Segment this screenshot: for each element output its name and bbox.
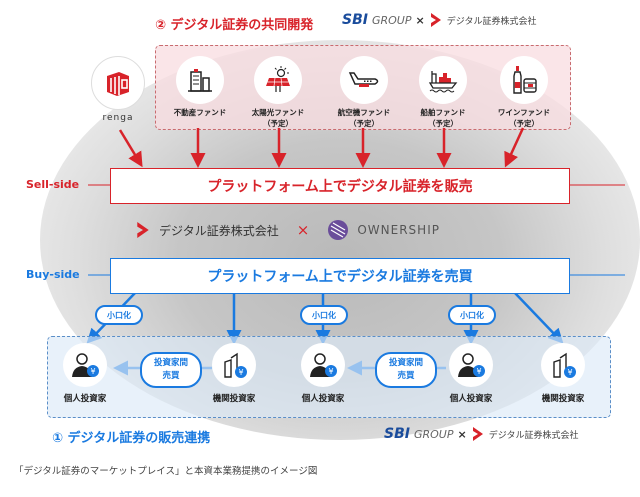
fund-note: （予定） (263, 119, 293, 128)
sbi-group-text: GROUP (371, 13, 412, 27)
fund-label: 不動産ファンド (173, 108, 227, 117)
section1-partners: SBI GROUP × デジタル証券株式会社 (384, 426, 579, 442)
company-name: デジタル証券株式会社 (159, 223, 279, 238)
fund-label: 航空機ファンド (337, 108, 391, 117)
trade-line1: 投資家間 (388, 358, 423, 368)
company-name: デジタル証券株式会社 (446, 16, 537, 27)
figure-caption: 「デジタル証券のマーケットプレイス」と本資本業務提携のイメージ図 (14, 466, 318, 477)
investor-individual: ¥ 個人投資家 (436, 343, 506, 404)
fund-solar: 太陽光ファンド （予定） (240, 56, 316, 129)
fund-label: 太陽光ファンド (251, 108, 305, 117)
fractionalize-badge: 小口化 (95, 305, 143, 325)
sbi-logo: SBI (384, 426, 410, 442)
institutional-investor-icon: ¥ (541, 343, 585, 387)
fund-aircraft: 航空機ファンド （予定） (326, 56, 402, 129)
section2-title: ② デジタル証券の共同開発 (155, 18, 314, 33)
fund-label: ワインファンド (497, 108, 551, 117)
svg-text:¥: ¥ (567, 368, 572, 377)
investor-label: 個人投資家 (449, 394, 493, 404)
cross-icon: × (415, 13, 425, 27)
fund-note: （予定） (509, 119, 539, 128)
investor-label: 機関投資家 (212, 394, 256, 404)
investor-individual: ¥ 個人投資家 (50, 343, 120, 404)
buy-platform-box: プラットフォーム上でデジタル証券を売買 (110, 258, 570, 294)
svg-text:¥: ¥ (238, 368, 243, 377)
renga-label: renga (102, 113, 134, 123)
investor-institutional: ¥ 機関投資家 (528, 343, 598, 404)
solar-panel-icon (254, 56, 302, 104)
company-name: デジタル証券株式会社 (488, 430, 579, 441)
institutional-investor-icon: ¥ (212, 343, 256, 387)
fund-note: （予定） (349, 119, 379, 128)
trade-line1: 投資家間 (153, 358, 188, 368)
fractionalize-badge: 小口化 (448, 305, 496, 325)
svg-text:¥: ¥ (328, 367, 333, 376)
investor-individual: ¥ 個人投資家 (288, 343, 358, 404)
fund-ship: 船舶ファンド （予定） (405, 56, 481, 129)
digital-securities-logo-icon (137, 222, 149, 238)
cross-icon: × (296, 221, 310, 239)
fund-wine: ワインファンド （予定） (486, 56, 562, 129)
arrow-fund-5 (504, 127, 525, 168)
arrow-renga (118, 129, 143, 168)
individual-investor-icon: ¥ (63, 343, 107, 387)
individual-investor-icon: ¥ (301, 343, 345, 387)
fund-note: （予定） (428, 119, 458, 128)
platform-partners: デジタル証券株式会社 × OWNERSHIP (135, 219, 440, 241)
sbi-logo: SBI (342, 12, 368, 28)
sell-platform-box: プラットフォーム上でデジタル証券を販売 (110, 168, 570, 204)
section2-partners: SBI GROUP × デジタル証券株式会社 (342, 12, 537, 28)
trade-line2: 売買 (162, 371, 180, 381)
fund-label: 船舶ファンド (420, 108, 466, 117)
ownership-name: OWNERSHIP (357, 223, 440, 237)
building-icon (176, 56, 224, 104)
individual-investor-icon: ¥ (449, 343, 493, 387)
peer-trade-badge: 投資家間 売買 (140, 352, 202, 388)
renga-logo-icon (91, 56, 145, 110)
investor-label: 個人投資家 (63, 394, 107, 404)
ship-icon (419, 56, 467, 104)
arrow-investor-5 (514, 292, 564, 344)
airplane-icon (340, 56, 388, 104)
cross-icon: × (457, 427, 467, 441)
svg-text:¥: ¥ (476, 367, 481, 376)
peer-trade-badge: 投資家間 売買 (375, 352, 437, 388)
digital-securities-logo-icon (430, 13, 441, 27)
ownership-logo-icon (328, 220, 349, 240)
investor-institutional: ¥ 機関投資家 (199, 343, 269, 404)
sell-side-label: Sell-side (26, 178, 80, 191)
section1-title: ① デジタル証券の販売連携 (52, 431, 211, 446)
digital-securities-logo-icon (472, 427, 483, 441)
sbi-group-text: GROUP (413, 427, 454, 441)
investor-label: 個人投資家 (301, 394, 345, 404)
fund-real-estate: 不動産ファンド (162, 56, 238, 118)
wine-icon (500, 56, 548, 104)
investor-label: 機関投資家 (541, 394, 585, 404)
trade-line2: 売買 (397, 371, 415, 381)
fractionalize-badge: 小口化 (300, 305, 348, 325)
buy-side-label: Buy-side (26, 268, 80, 281)
svg-text:¥: ¥ (90, 367, 95, 376)
renga-node: renga (88, 56, 148, 123)
